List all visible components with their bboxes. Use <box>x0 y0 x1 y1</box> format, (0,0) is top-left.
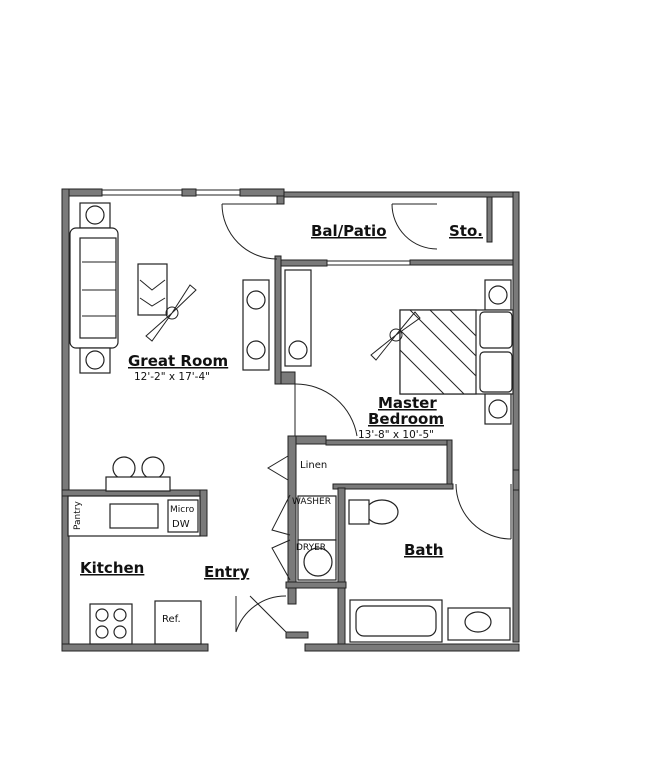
bedroom-furniture <box>370 279 514 425</box>
great-room-furniture <box>69 202 312 374</box>
dryer-label: DRYER <box>296 543 326 553</box>
bal-patio-label: Bal/Patio <box>311 222 387 240</box>
master-label-line2: Bedroom <box>368 410 444 428</box>
micro-label: Micro <box>170 505 195 515</box>
ref-label: Ref. <box>162 614 181 625</box>
dw-label: DW <box>172 519 190 530</box>
fixtures <box>67 456 511 645</box>
bath-label: Bath <box>404 541 443 559</box>
great-room-dims: 12'-2" x 17'-4" <box>134 371 210 383</box>
doors <box>221 203 512 633</box>
master-bedroom-dims: 13'-8" x 10'-5" <box>358 429 434 441</box>
kitchen-label: Kitchen <box>80 559 144 577</box>
linen-label: Linen <box>300 460 327 471</box>
pantry-label: Pantry <box>73 501 83 530</box>
washer-label: WASHER <box>292 497 331 507</box>
great-room-label: Great Room <box>128 352 228 370</box>
storage-label: Sto. <box>449 222 483 240</box>
master-label-line1: Master <box>378 394 437 412</box>
entry-label: Entry <box>204 563 249 581</box>
